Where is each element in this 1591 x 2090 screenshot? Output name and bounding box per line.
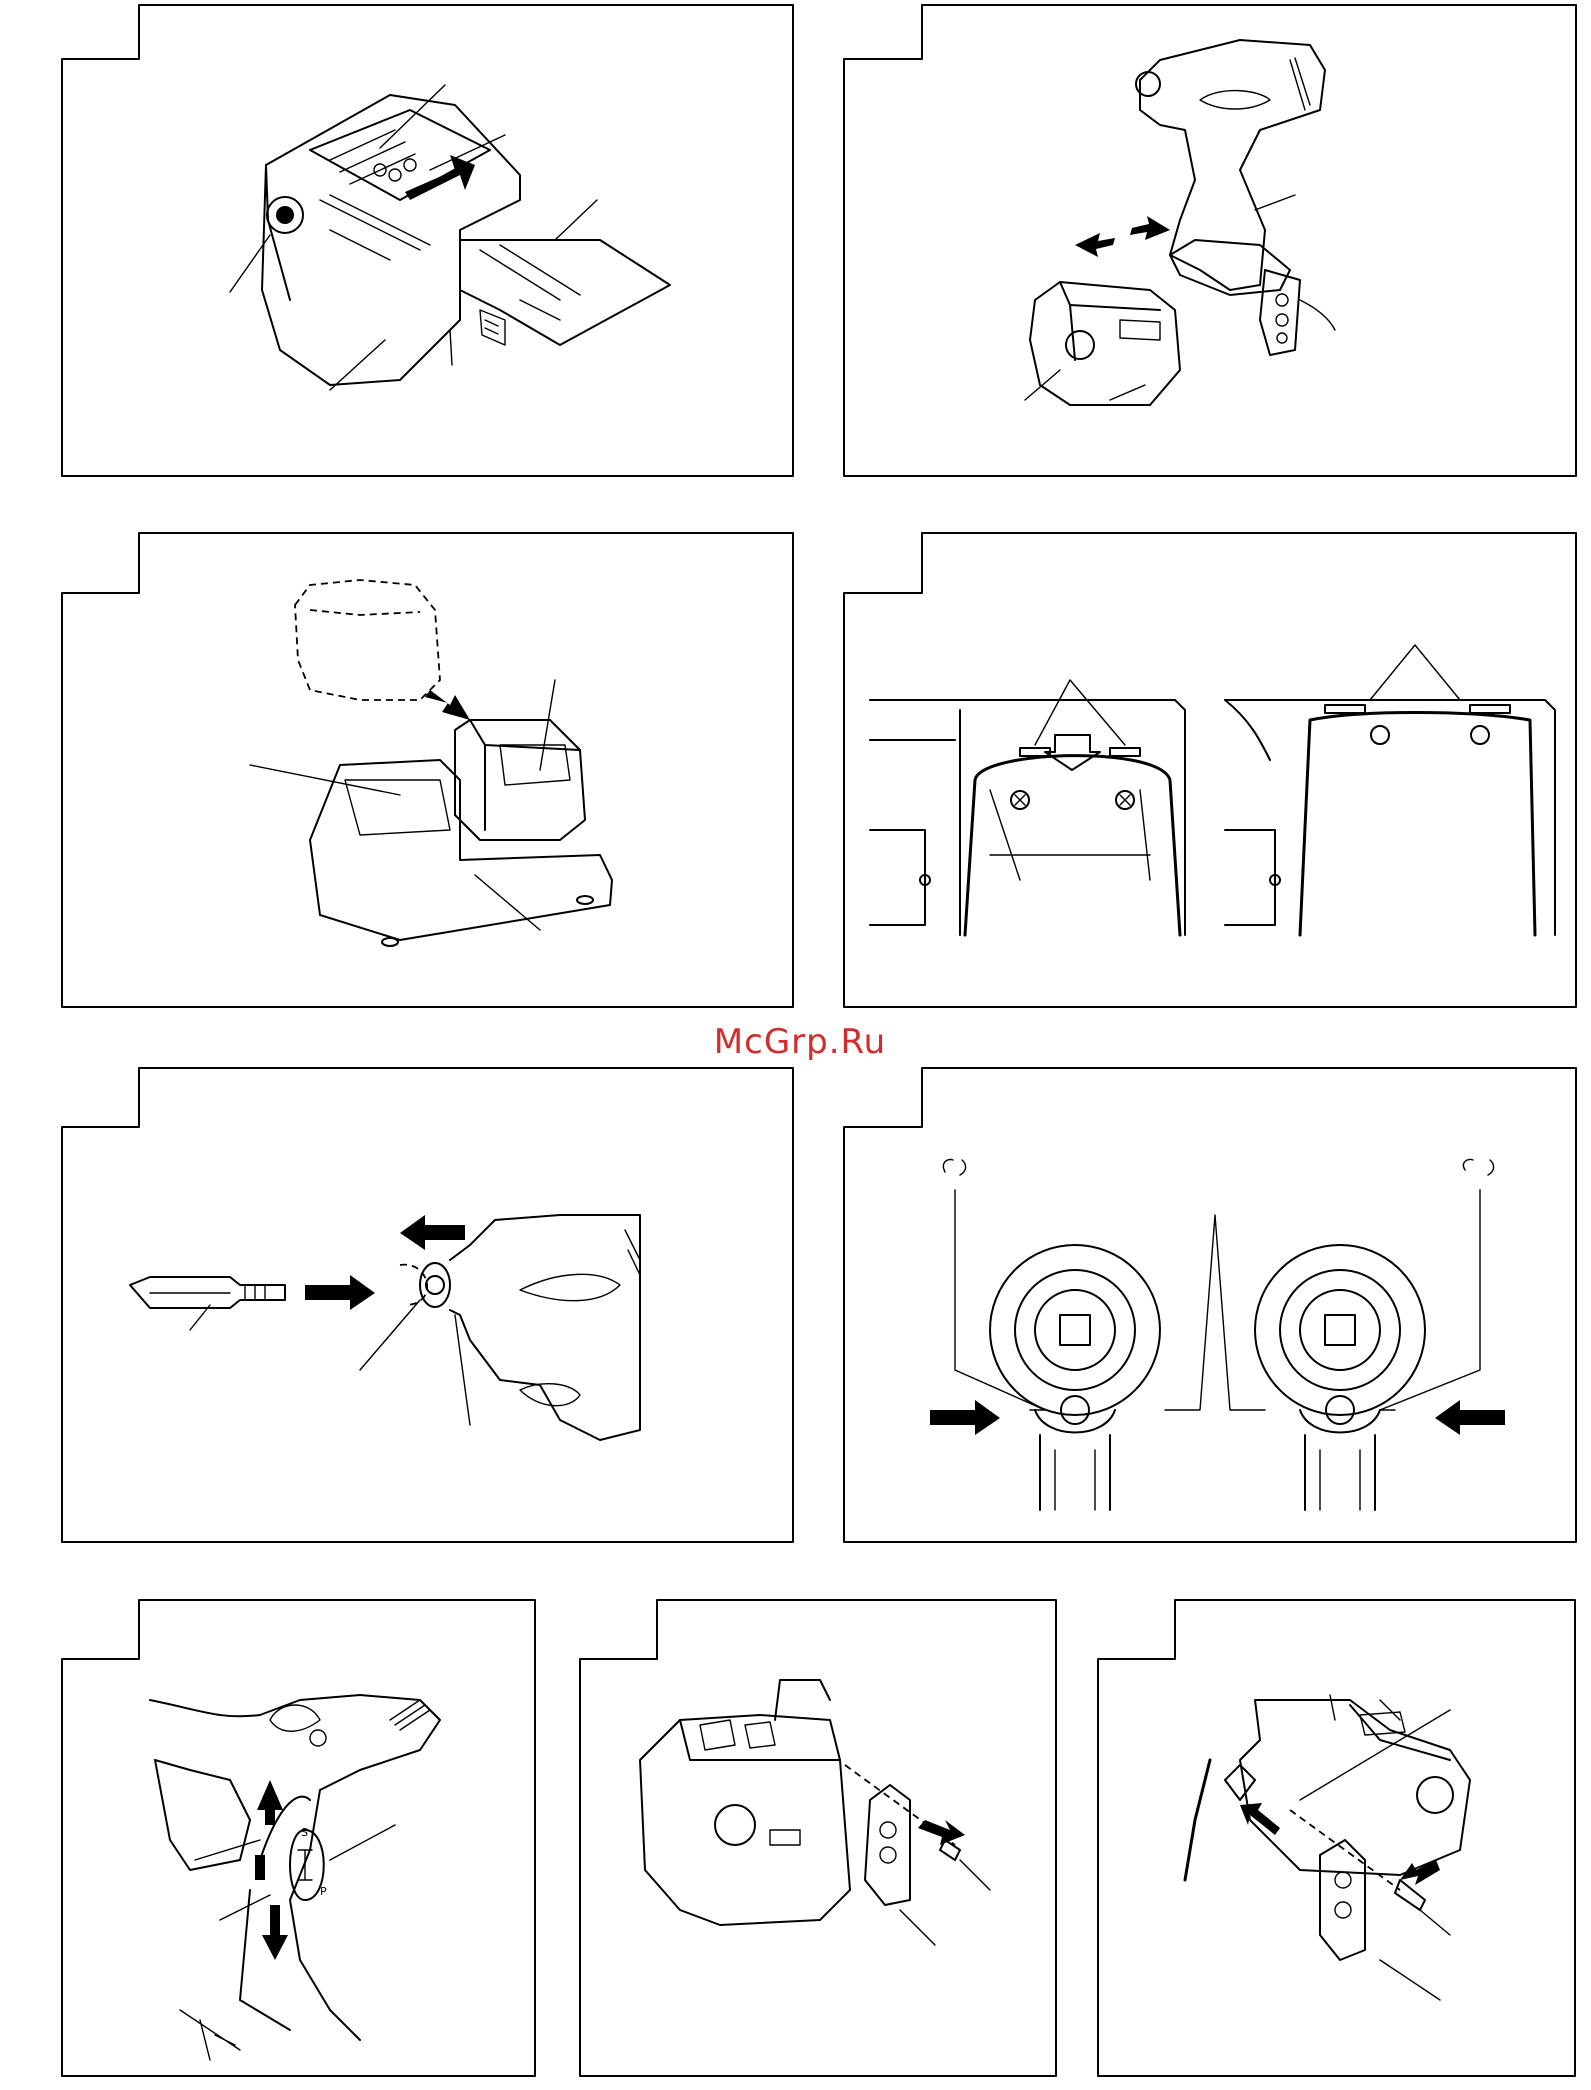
figure-battery-terminal	[62, 5, 793, 476]
watermark-text: McGrp.Ru	[700, 1022, 900, 1062]
figure-belt-hook-slots	[844, 533, 1576, 1007]
figure-hook-attachment	[1098, 1600, 1575, 2076]
switch-mark-p: P	[320, 1885, 327, 1898]
switch-mark-s: S	[301, 1826, 308, 1839]
figure-mode-switch-lever	[62, 1600, 535, 2076]
figure-rotation-direction	[844, 1068, 1576, 1542]
figure-battery-on-charger	[62, 533, 793, 1007]
figure-bit-insertion	[62, 1068, 793, 1542]
figure-battery-removal-tool	[844, 5, 1576, 476]
figure-hook-removal	[580, 1600, 1056, 2076]
